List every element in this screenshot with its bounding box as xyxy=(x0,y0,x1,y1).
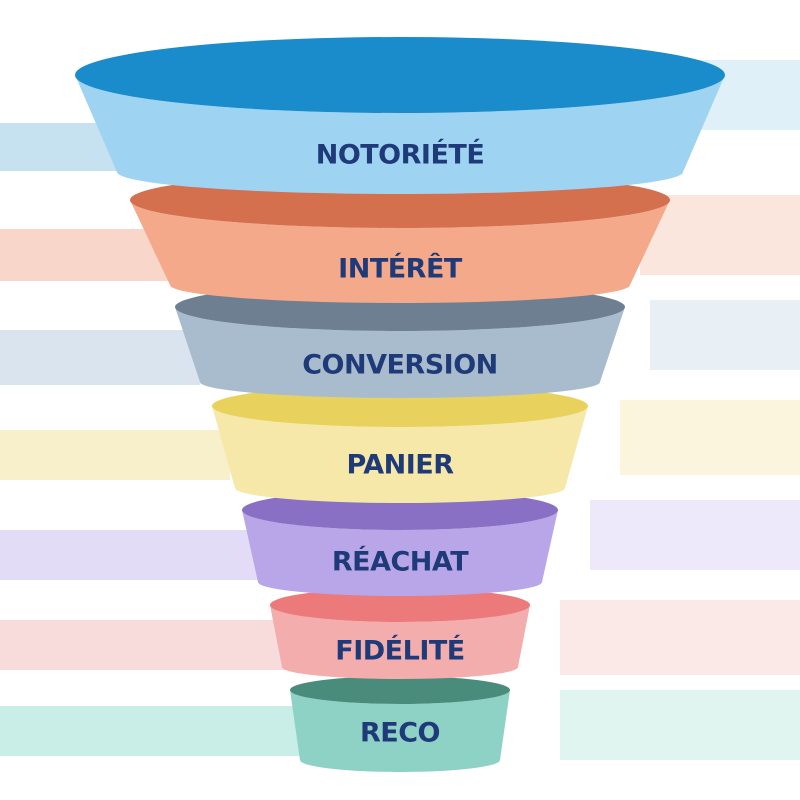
band-right-6 xyxy=(560,600,800,675)
funnel-stage-1: NOTORIÉTÉ xyxy=(75,37,725,194)
stage-rim xyxy=(270,588,530,622)
stage-label: RECO xyxy=(360,718,440,749)
band-left-7 xyxy=(0,706,320,756)
stage-label: NOTORIÉTÉ xyxy=(316,139,485,171)
band-right-3 xyxy=(650,300,800,370)
stage-body xyxy=(130,200,670,303)
band-left-6 xyxy=(0,620,300,670)
band-right-7 xyxy=(560,690,800,760)
band-right-5 xyxy=(590,500,800,570)
band-left-4 xyxy=(0,430,230,480)
stage-body xyxy=(175,307,625,398)
funnel-stage-6: FIDÉLITÉ xyxy=(270,588,530,679)
band-right-4 xyxy=(620,400,800,475)
stage-body xyxy=(212,406,588,503)
funnel-stage-5: RÉACHAT xyxy=(242,490,558,596)
stage-body xyxy=(270,605,530,679)
band-right-2 xyxy=(640,195,800,275)
stage-body xyxy=(290,690,510,772)
band-left-5 xyxy=(0,530,270,580)
stage-label: CONVERSION xyxy=(302,350,498,381)
stage-rim xyxy=(290,676,510,704)
stage-label: RÉACHAT xyxy=(332,546,469,578)
stage-rim xyxy=(75,37,725,113)
funnel-stage-4: PANIER xyxy=(212,385,588,503)
background-bands xyxy=(0,60,800,760)
stage-label: INTÉRÊT xyxy=(338,253,463,285)
band-left-3 xyxy=(0,330,200,385)
funnel-stage-7: RECO xyxy=(290,676,510,772)
stage-body xyxy=(242,510,558,596)
funnel-stages: RECO FIDÉLITÉ RÉACHAT PANIER CONVERSION INTÉR… xyxy=(75,37,725,772)
stage-label: PANIER xyxy=(346,450,454,481)
stage-body xyxy=(75,75,725,194)
stage-label: FIDÉLITÉ xyxy=(335,635,464,667)
